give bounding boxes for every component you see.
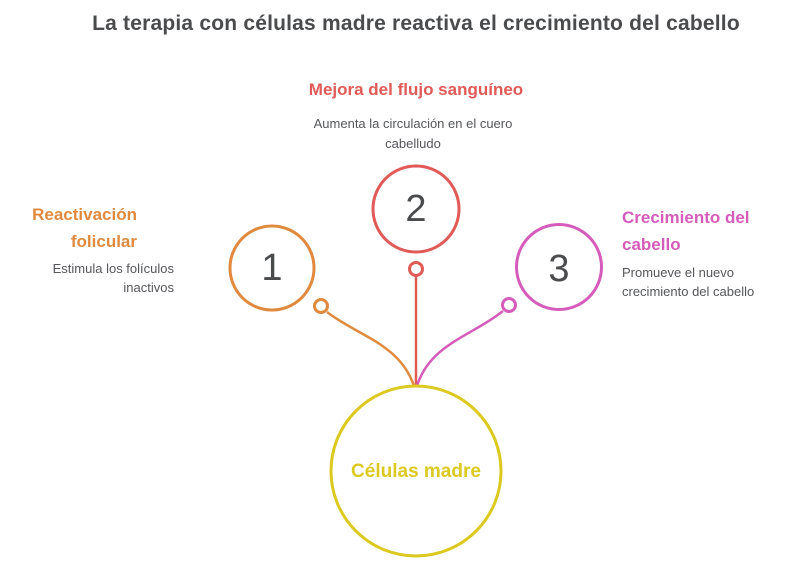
node-3-title: Crecimiento del cabello [622, 208, 750, 254]
node-1-title: Reactivación folicular [32, 205, 137, 251]
node-3-number: 3 [548, 248, 570, 291]
node-2-title: Mejora del flujo sanguíneo [308, 80, 524, 99]
node-3-connector-line [415, 310, 504, 387]
node-1-connector-line [326, 311, 416, 387]
node-1-circle [228, 224, 316, 312]
node-1-connector-ring [313, 298, 329, 314]
center-circle [329, 384, 503, 558]
page-title: La terapia con células madre reactiva el… [92, 12, 740, 35]
node-3-description: Promueve el nuevo crecimiento del cabell… [622, 265, 755, 299]
node-2-description: Aumenta la circulación en el cuero cabel… [313, 116, 513, 151]
center-label: Células madre [351, 461, 481, 482]
node-3-circle [515, 223, 603, 311]
node-1-description: Estimula los folículos inactivos [52, 261, 174, 295]
node-2-connector-ring [408, 261, 424, 277]
node-2-circle [371, 164, 461, 254]
node-3-connector-ring [501, 297, 517, 313]
node-1-number: 1 [261, 247, 283, 290]
node-2-number: 2 [405, 188, 427, 231]
